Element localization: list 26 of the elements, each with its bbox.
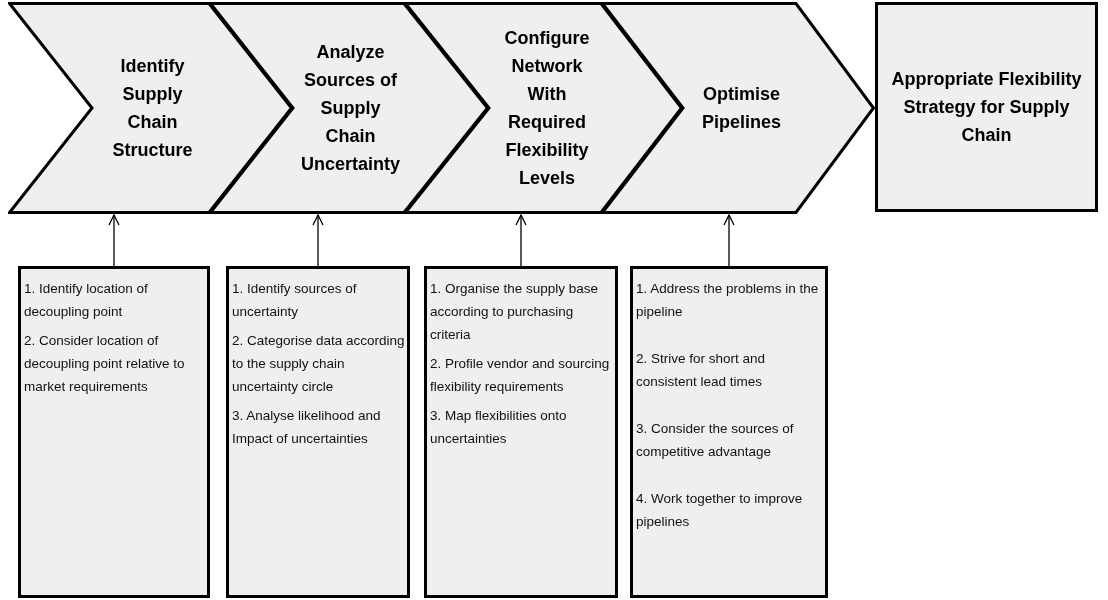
outcome-title: Appropriate Flexibility Strategy for Supply Chain <box>890 68 1083 147</box>
steps-box <box>18 266 210 598</box>
step-item: 3. Map flexibilities onto uncertainties <box>430 407 568 448</box>
step-item: 1. Identify sources of uncertainty <box>232 280 358 321</box>
step-item: 1. Identify location of decoupling point <box>24 280 149 321</box>
step-item: 2. Strive for short and consistent lead times <box>636 350 767 391</box>
arrow <box>723 214 735 267</box>
step-item: 2. Consider location of decoupling point relative to market requirements <box>24 332 186 396</box>
outcome-box <box>875 2 1098 212</box>
arrow <box>515 214 527 267</box>
step-title: Analyze Sources of Supply Chain Uncertainty <box>300 41 401 176</box>
step-item: 3. Analyse likelihood and Impact of uncertainties <box>232 407 382 448</box>
steps-box <box>226 266 410 598</box>
step-item: 4. Work together to improve pipelines <box>636 490 804 531</box>
arrow <box>108 214 120 267</box>
step-title: Configure Network With Required Flexibility Levels <box>503 27 591 190</box>
step-item: 2. Categorise data according to the supply chain uncertainty circle <box>232 332 405 396</box>
steps-box <box>630 266 828 598</box>
step-item: 3. Consider the sources of competitive advantage <box>636 420 795 461</box>
steps-box <box>424 266 618 598</box>
step-title: Identify Supply Chain Structure <box>111 55 194 162</box>
arrow <box>312 214 324 267</box>
step-title: Optimise Pipelines <box>701 83 782 134</box>
step-item: 2. Profile vendor and sourcing flexibility requirements <box>430 355 611 396</box>
step-item: 1. Organise the supply base according to purchasing criteria <box>430 280 600 344</box>
step-item: 1. Address the problems in the pipeline <box>636 280 820 321</box>
